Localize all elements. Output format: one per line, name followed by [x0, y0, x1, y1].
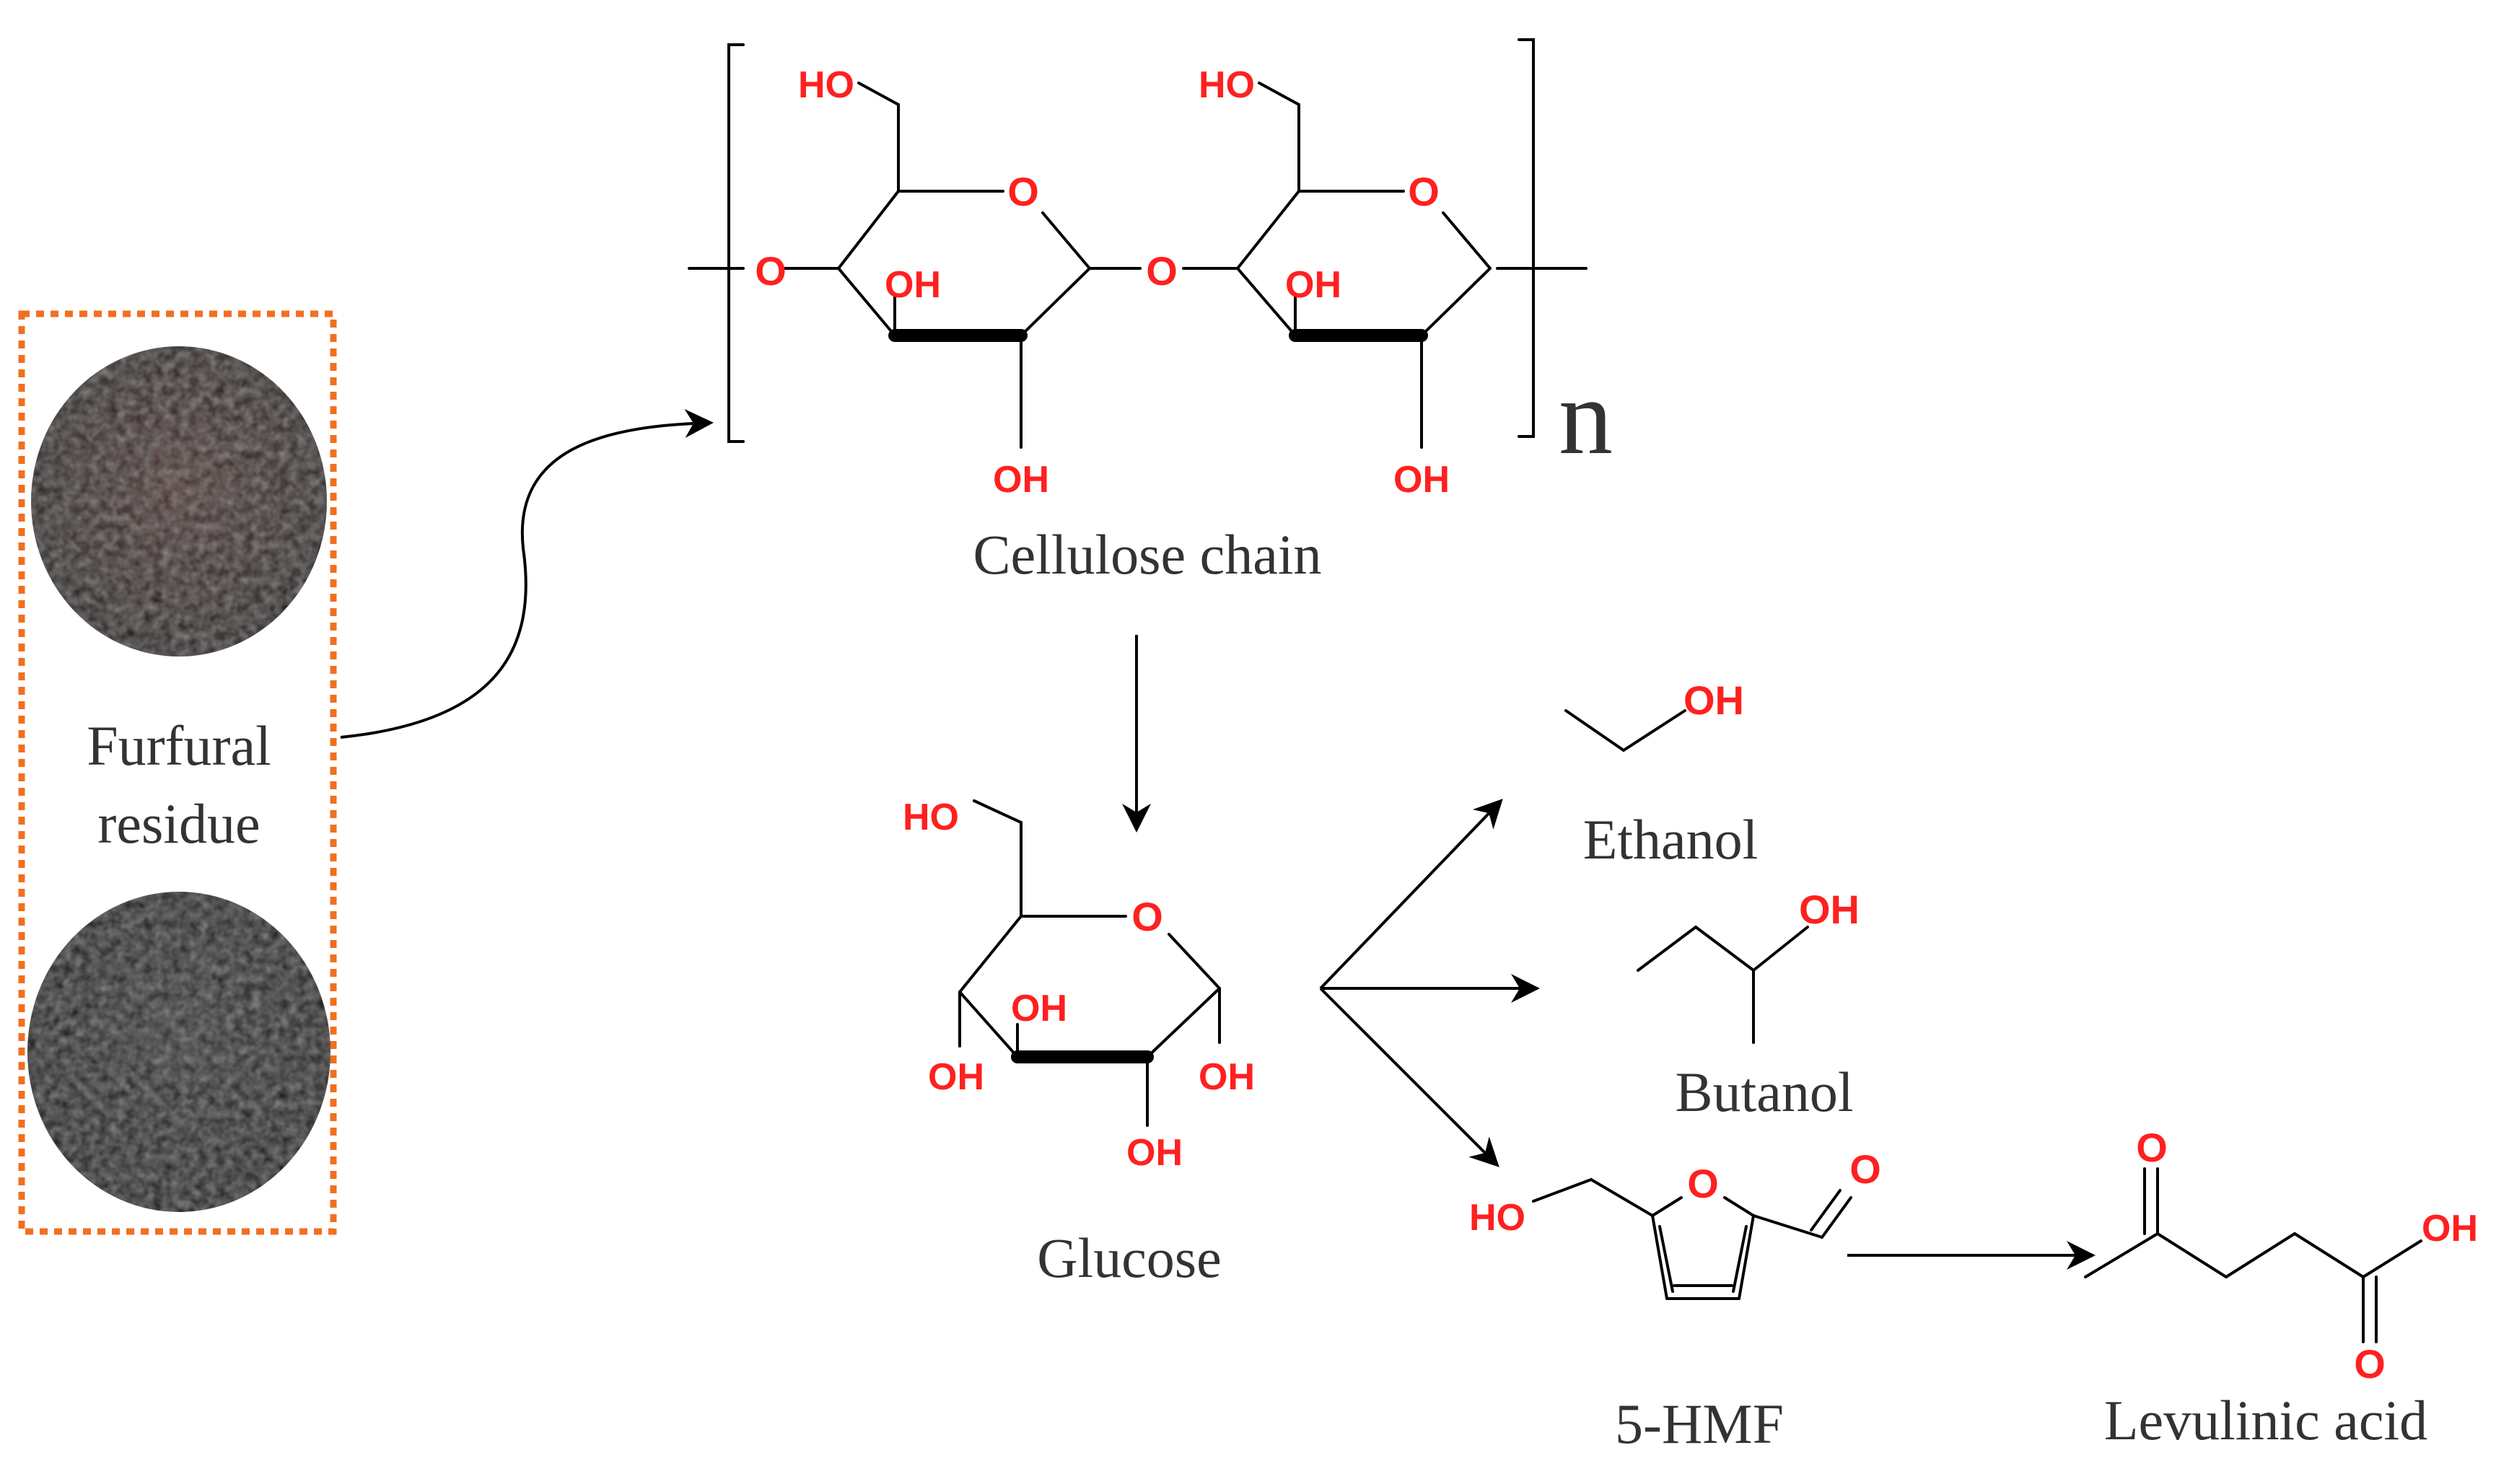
feedstock-label-line2: residue — [97, 792, 260, 855]
glucose-oh-bottom: OH — [1126, 1132, 1183, 1174]
butanol-label: Butanol — [1676, 1061, 1854, 1123]
ethanol-oh: OH — [1683, 677, 1744, 723]
levulinic-oh: OH — [2422, 1208, 2478, 1250]
feedstock-frame — [18, 310, 337, 1235]
cellulose-structure: n O O HO OH OH O — [688, 38, 1613, 586]
cellulose-right-oh-inner: OH — [1285, 264, 1341, 306]
cellulose-left-ring-o: O — [1007, 169, 1039, 214]
cellulose-right-oh-bottom: OH — [1393, 459, 1450, 501]
feedstock-label-line1: Furfural — [87, 714, 271, 777]
cellulose-right-ho: HO — [1199, 64, 1255, 106]
cellulose-label: Cellulose chain — [973, 523, 1321, 586]
ethanol-label: Ethanol — [1583, 808, 1759, 871]
glucose-ring-o: O — [1131, 894, 1163, 939]
hmf-aldehyde-o: O — [1849, 1146, 1881, 1192]
ethanol-structure: OH Ethanol — [1564, 677, 1759, 871]
levulinic-carbonyl-o: O — [2354, 1341, 2386, 1387]
cellulose-left-o-glycosidic: O — [755, 248, 787, 294]
butanol-structure: OH Butanol — [1637, 887, 1860, 1123]
repeat-unit-n: n — [1559, 357, 1613, 477]
brown-powder-photo — [31, 346, 327, 657]
glucose-to-hmf-arrow — [1319, 987, 1499, 1167]
black-powder-photo — [27, 892, 330, 1212]
cellulose-unit-left: O O HO OH OH — [755, 64, 1142, 501]
glucose-label: Glucose — [1037, 1226, 1222, 1289]
right-bracket — [1518, 38, 1535, 438]
butanol-oh: OH — [1799, 887, 1860, 932]
glucose-oh-right: OH — [1199, 1056, 1255, 1098]
glucose-oh-inner: OH — [1011, 988, 1067, 1029]
glucose-to-ethanol-arrow — [1319, 799, 1503, 990]
feedstock-panel: Furfural residue — [18, 310, 337, 1235]
hmf-ring-o: O — [1687, 1161, 1719, 1206]
hmf-structure: HO O O 5-HMF — [1469, 1146, 1881, 1455]
cellulose-left-oh-inner: OH — [885, 264, 941, 306]
glucose-structure: HO O OH OH OH OH Glucose — [903, 796, 1255, 1289]
levulinic-ketone-o: O — [2136, 1125, 2168, 1170]
cellulose-left-ho: HO — [798, 64, 854, 106]
hmf-ho: HO — [1469, 1197, 1525, 1239]
cellulose-right-ring-o: O — [1408, 169, 1440, 214]
cellulose-bridge-o: O — [1146, 248, 1178, 294]
feedstock-to-cellulose-arrow — [340, 409, 714, 739]
cellulose-left-oh-bottom: OH — [993, 459, 1049, 501]
levulinic-label: Levulinic acid — [2104, 1389, 2427, 1452]
glucose-ho: HO — [903, 796, 959, 838]
left-bracket — [727, 43, 745, 443]
cellulose-unit-right: O HO OH OH — [1182, 64, 1492, 501]
glucose-oh-left: OH — [928, 1056, 984, 1098]
hmf-label: 5-HMF — [1615, 1392, 1784, 1455]
levulinic-acid-structure: O OH O Levulinic acid — [2084, 1125, 2478, 1452]
